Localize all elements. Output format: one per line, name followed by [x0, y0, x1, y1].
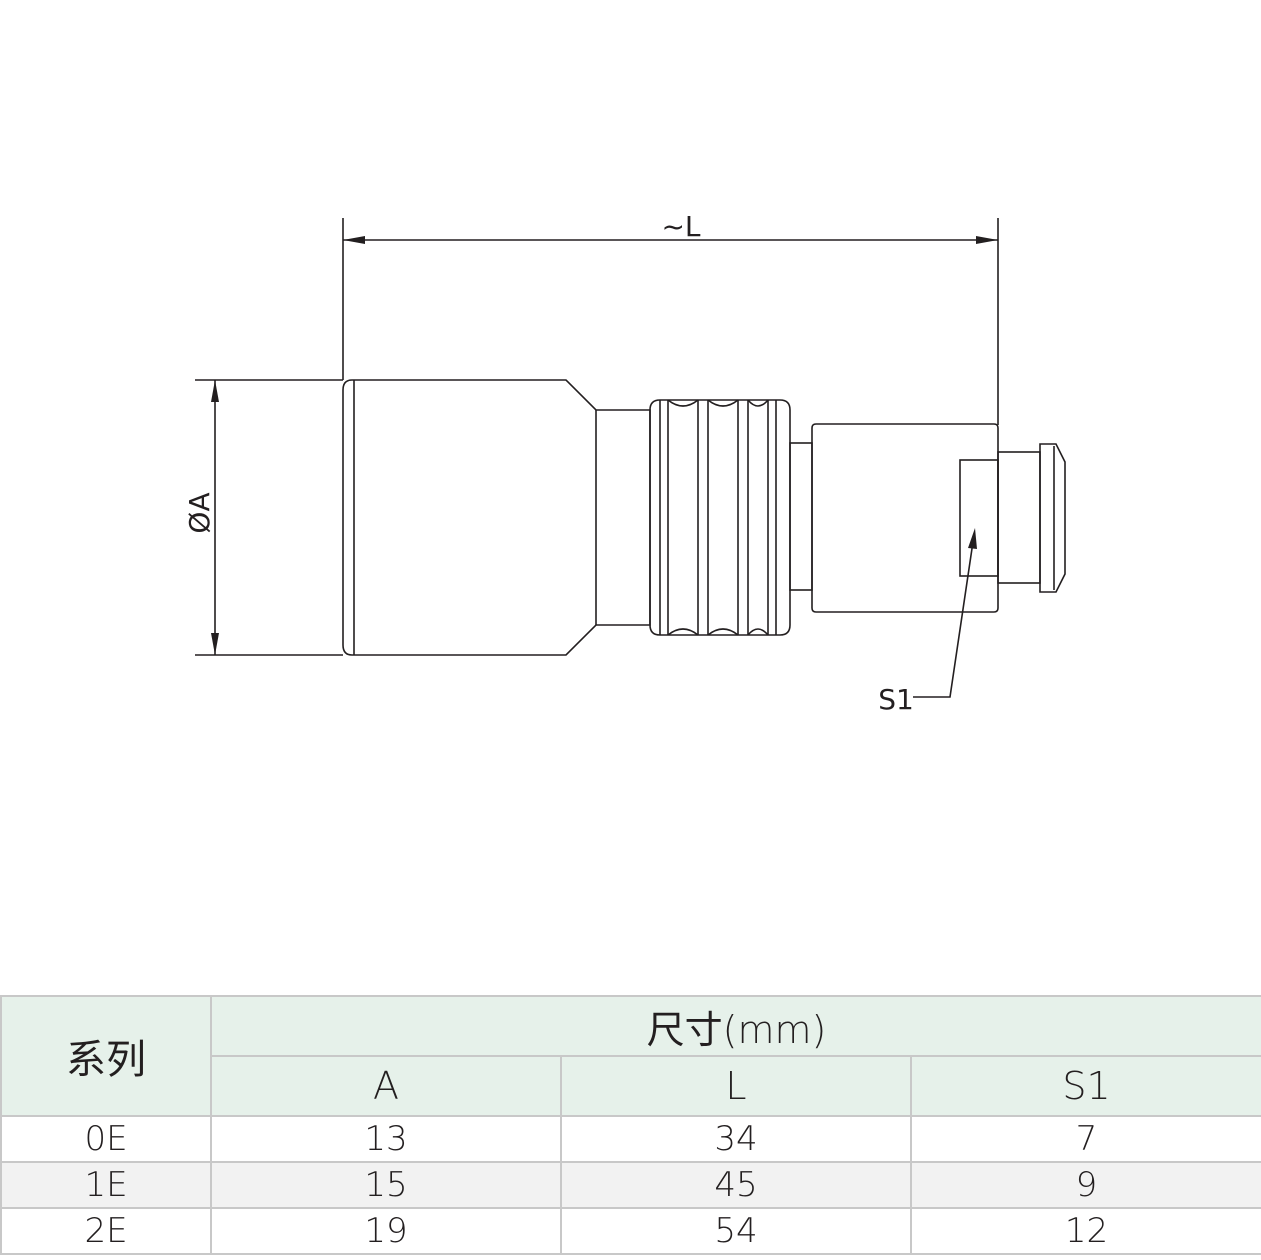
s1-cell: 12 [910, 1207, 1261, 1255]
length-label: ~L [661, 210, 700, 243]
a-cell: 15 [210, 1161, 562, 1209]
tube-stub [997, 451, 1041, 584]
dimension-table: 系列 尺寸(mm) A L S1 0E 13 34 7 1E 15 45 9 2… [0, 995, 1261, 1255]
a-cell: 13 [210, 1115, 562, 1163]
fitting-technical-drawing: ~L ØA S1 [183, 210, 1066, 716]
knurl-outline [649, 399, 791, 636]
series-header: 系列 [0, 995, 212, 1117]
arrow-l-right [976, 236, 998, 244]
tube-flange [1039, 443, 1066, 593]
table-row: 0E 13 34 7 [0, 1115, 1261, 1163]
series-cell: 2E [0, 1207, 212, 1255]
series-cell: 1E [0, 1161, 212, 1209]
knurl-grooves [659, 399, 777, 636]
table-row: 2E 19 54 12 [0, 1207, 1261, 1255]
hex-flat [959, 459, 999, 577]
s1-cell: 7 [910, 1115, 1261, 1163]
s1-leader-line [913, 534, 975, 698]
column-header-a: A [210, 1055, 562, 1117]
l-cell: 45 [560, 1161, 912, 1209]
neck [789, 442, 813, 591]
l-cell: 54 [560, 1207, 912, 1255]
diameter-label: ØA [183, 492, 216, 533]
s1-cell: 9 [910, 1161, 1261, 1209]
hex-body [811, 423, 999, 613]
body-outline [342, 379, 651, 656]
table-row: 1E 15 45 9 [0, 1161, 1261, 1209]
s1-callout-label: S1 [878, 683, 914, 716]
a-cell: 19 [210, 1207, 562, 1255]
arrow-l-left [343, 236, 365, 244]
arrow-a-bottom [211, 633, 219, 655]
dimension-header: 尺寸(mm) [210, 995, 1261, 1057]
column-header-l: L [560, 1055, 912, 1117]
l-cell: 34 [560, 1115, 912, 1163]
arrow-a-top [211, 380, 219, 402]
series-cell: 0E [0, 1115, 212, 1163]
column-header-s1: S1 [910, 1055, 1261, 1117]
arrow-s1 [968, 528, 977, 549]
